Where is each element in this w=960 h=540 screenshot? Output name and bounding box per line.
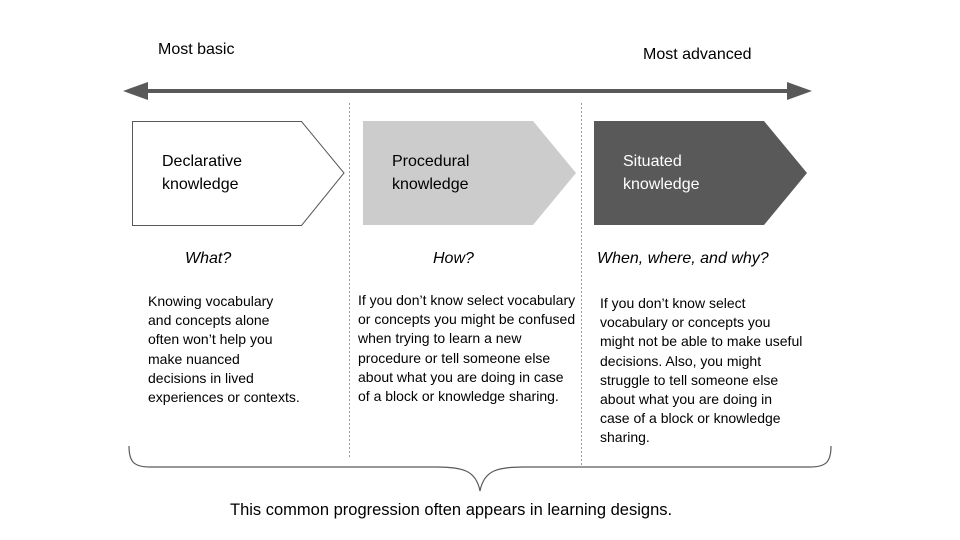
stage-1-description: Knowing vocabulary and concepts alone of… [148, 293, 300, 406]
caption: This common progression often appears in… [230, 501, 673, 519]
arrow-right-head-icon [787, 82, 812, 100]
stage-2-title-line1: Procedural [392, 153, 470, 170]
chevron-situated [594, 121, 807, 225]
stage-2-title-line2: knowledge [392, 176, 469, 193]
stage-3-description: If you don’t know select vocabulary or c… [600, 295, 803, 446]
stage-2-question: How? [433, 250, 474, 267]
stage-2-description: If you don’t know select vocabulary or c… [358, 292, 576, 405]
most-advanced-label: Most advanced [643, 46, 752, 63]
chevron-procedural [363, 121, 576, 225]
stage-1-title: Declarative knowledge [162, 150, 242, 196]
stage-1-question: What? [185, 250, 232, 267]
arrow-left-head-icon [123, 82, 148, 100]
stage-3-title-line2: knowledge [623, 176, 700, 193]
chevron-declarative [132, 121, 345, 226]
stage-3-question: When, where, and why? [597, 250, 769, 267]
stage-1-title-line1: Declarative [162, 153, 243, 170]
stage-2-title: Procedural knowledge [392, 150, 469, 196]
grouping-brace [128, 445, 832, 492]
stage-1-title-line2: knowledge [162, 176, 239, 193]
stage-3-title: Situated knowledge [623, 150, 700, 196]
stage-3-title-line1: Situated [623, 153, 682, 170]
most-basic-label: Most basic [158, 41, 235, 58]
